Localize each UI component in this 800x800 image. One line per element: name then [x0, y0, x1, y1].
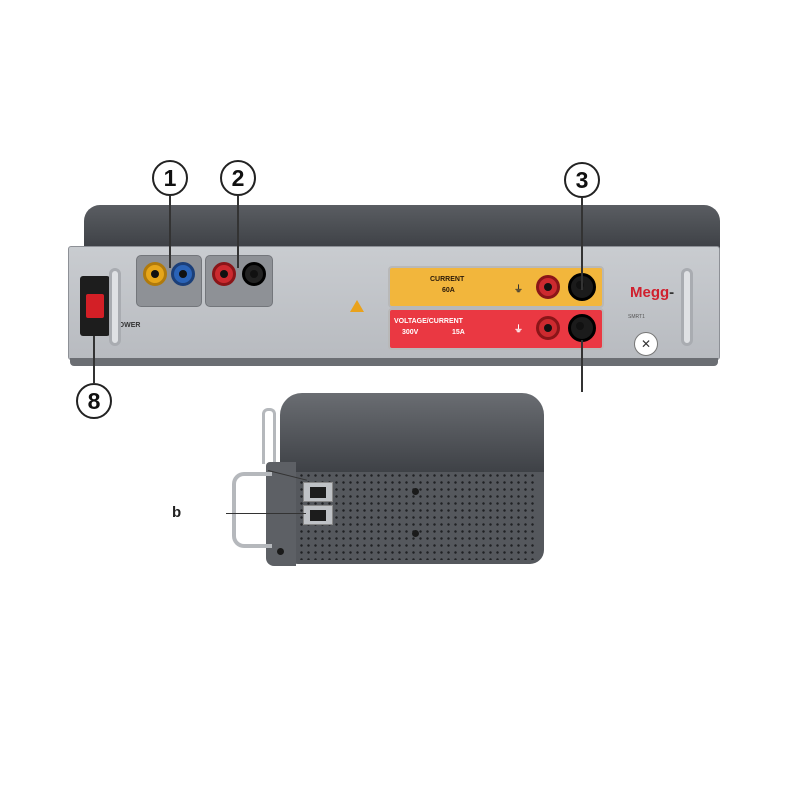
brand-logo: Megg- — [630, 284, 675, 301]
current-red-jack[interactable] — [536, 275, 560, 299]
side-handle — [232, 472, 272, 548]
right-handle — [681, 268, 693, 346]
port-leader-2 — [226, 513, 306, 515]
blue-jack[interactable] — [171, 262, 195, 286]
power-rocker[interactable] — [86, 294, 104, 318]
current-panel: CURRENT 60A ⏚ — [388, 266, 604, 308]
callout-3-leader-lower — [581, 340, 583, 392]
power-label: POWER — [114, 322, 141, 329]
left-handle — [109, 268, 121, 346]
callout-1: 1 — [152, 160, 188, 196]
screw-3 — [277, 548, 284, 555]
model-label: SMRT1 — [628, 314, 645, 320]
callout-1-leader — [169, 196, 171, 268]
callout-2: 2 — [220, 160, 256, 196]
screw-2 — [412, 530, 419, 537]
callout-2-leader — [237, 196, 239, 268]
callout-3: 3 — [564, 162, 600, 198]
ethernet-port-1[interactable] — [303, 482, 333, 502]
warning-triangle-icon — [350, 300, 364, 312]
voltage-current-panel: VOLTAGE/CURRENT 300V 15A ⏚ — [388, 308, 604, 350]
voltage-title: VOLTAGE/CURRENT — [394, 318, 463, 325]
ground-icon-2: ⏚ — [514, 324, 524, 334]
side-handle-top — [262, 408, 276, 464]
front-unit-base — [70, 358, 718, 366]
side-label: b — [172, 504, 182, 521]
power-switch[interactable] — [80, 276, 110, 336]
voltage-current-rating: 15A — [452, 329, 465, 336]
voltage-red-jack[interactable] — [536, 316, 560, 340]
current-rating: 60A — [442, 287, 455, 294]
side-unit-top — [280, 393, 544, 478]
jack-panel-2 — [205, 255, 273, 307]
voltage-rating: 300V — [402, 329, 419, 336]
red-jack[interactable] — [212, 262, 236, 286]
callout-8: 8 — [76, 383, 112, 419]
black-jack[interactable] — [242, 262, 266, 286]
ethernet-port-2[interactable] — [303, 505, 333, 525]
ground-icon: ⏚ — [514, 284, 524, 294]
callout-8-leader — [93, 336, 95, 384]
screw-1 — [412, 488, 419, 495]
vent-grille — [298, 472, 536, 560]
brand-badge-icon: ✕ — [634, 332, 658, 356]
jack-panel-1 — [136, 255, 202, 307]
current-title: CURRENT — [430, 276, 465, 283]
voltage-black-jack[interactable] — [568, 314, 596, 342]
callout-3-leader — [581, 198, 583, 290]
yellow-jack[interactable] — [143, 262, 167, 286]
front-unit-top — [84, 205, 720, 251]
